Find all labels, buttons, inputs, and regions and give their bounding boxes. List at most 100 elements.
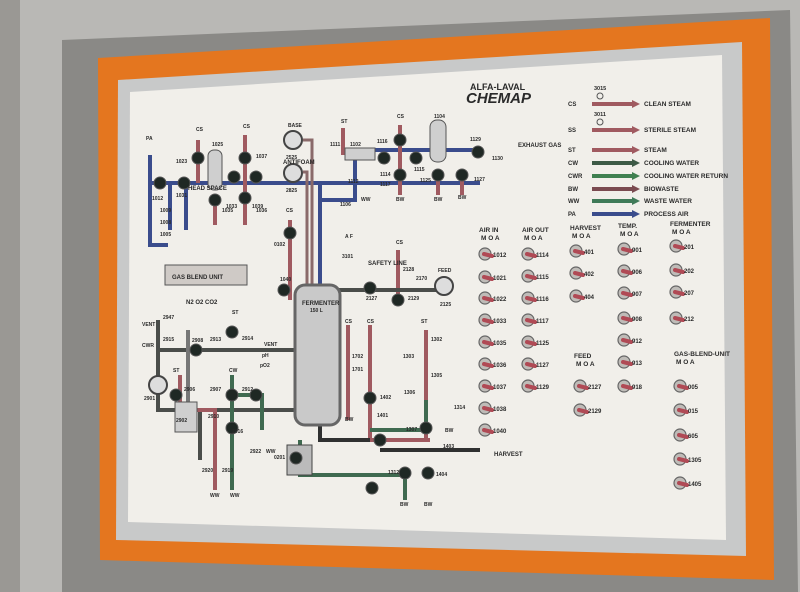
toggle-switch-2129[interactable]: 2129 [573, 403, 602, 417]
toggle-switch-1127[interactable]: 1127 [521, 357, 550, 371]
gas-blend-unit [164, 264, 248, 286]
diagram-label: CWR [142, 343, 154, 349]
switch-lever[interactable] [621, 360, 633, 366]
switch-lever[interactable] [482, 340, 494, 346]
switch-lever[interactable] [621, 338, 633, 344]
toggle-switch-2127[interactable]: 2127 [573, 379, 602, 393]
toggle-switch-1035[interactable]: 1035 [478, 335, 507, 349]
switch-lever[interactable] [482, 296, 494, 302]
switch-lever[interactable] [673, 316, 685, 322]
switch-lever[interactable] [525, 340, 537, 346]
toggle-switch-913[interactable]: 913 [617, 355, 643, 369]
toggle-switch-906[interactable]: 906 [617, 264, 643, 278]
toggle-switch-1036[interactable]: 1036 [478, 357, 507, 371]
toggle-switch-1038[interactable]: 1038 [478, 401, 507, 415]
switch-lever[interactable] [573, 249, 585, 255]
switch-lever[interactable] [677, 384, 689, 390]
toggle-switch-1012[interactable]: 1012 [478, 247, 507, 261]
switch-group-title: AIR OUT [522, 227, 549, 234]
toggle-switch-1125[interactable]: 1125 [521, 335, 550, 349]
switch-lever[interactable] [525, 362, 537, 368]
switch-lever[interactable] [482, 362, 494, 368]
switch-lever[interactable] [525, 296, 537, 302]
diagram-label: 1404 [436, 472, 447, 478]
switch-lever[interactable] [677, 433, 689, 439]
feed-pump [434, 276, 454, 296]
switch-lever[interactable] [673, 268, 685, 274]
valve-indicator-light [393, 168, 407, 182]
switch-lever[interactable] [525, 274, 537, 280]
toggle-switch-201[interactable]: 201 [669, 239, 695, 253]
diagram-label: WW [266, 449, 276, 455]
switch-lever[interactable] [673, 244, 685, 250]
diagram-label: CS [396, 240, 404, 246]
toggle-switch-1305[interactable]: 1305 [673, 452, 702, 466]
switch-lever[interactable] [621, 291, 633, 297]
toggle-switch-212[interactable]: 212 [669, 311, 695, 325]
switch-lever[interactable] [577, 384, 589, 390]
switch-tag: 605 [688, 434, 699, 440]
switch-lever[interactable] [525, 318, 537, 324]
toggle-switch-005[interactable]: 005 [673, 379, 699, 393]
toggle-switch-605[interactable]: 605 [673, 428, 699, 442]
switch-lever[interactable] [621, 384, 633, 390]
switch-lever[interactable] [621, 269, 633, 275]
toggle-switch-907[interactable]: 907 [617, 286, 643, 300]
switch-lever[interactable] [573, 271, 585, 277]
diagram-label: 1023 [176, 159, 187, 165]
toggle-switch-1129[interactable]: 1129 [521, 379, 550, 393]
toggle-switch-207[interactable]: 207 [669, 285, 695, 299]
toggle-switch-1115[interactable]: 1115 [521, 269, 549, 283]
diagram-label: 0102 [274, 242, 285, 248]
diagram-label: 1306 [404, 390, 415, 396]
toggle-switch-1114[interactable]: 1114 [521, 247, 549, 261]
valve-indicator-light [289, 451, 303, 465]
switch-tag: 201 [684, 245, 695, 251]
diagram-label: BW [458, 195, 467, 201]
switch-lever[interactable] [621, 316, 633, 322]
diagram-label: 1117 [380, 182, 391, 188]
toggle-switch-404[interactable]: 404 [569, 289, 595, 303]
toggle-switch-912[interactable]: 912 [617, 333, 643, 347]
toggle-switch-1405[interactable]: 1405 [673, 476, 702, 490]
toggle-switch-1033[interactable]: 1033 [478, 313, 507, 327]
toggle-switch-015[interactable]: 015 [673, 403, 699, 417]
switch-lever[interactable] [482, 428, 494, 434]
switch-lever[interactable] [677, 481, 689, 487]
toggle-switch-1116[interactable]: 1116 [521, 291, 549, 305]
switch-lever[interactable] [677, 408, 689, 414]
toggle-switch-1040[interactable]: 1040 [478, 423, 507, 437]
diagram-label: CS [286, 208, 294, 214]
switch-lever[interactable] [621, 247, 633, 253]
toggle-switch-1022[interactable]: 1022 [478, 291, 507, 305]
switch-lever[interactable] [577, 408, 589, 414]
circulation-pump-2901 [148, 375, 168, 395]
toggle-switch-918[interactable]: 918 [617, 379, 643, 393]
diagram-label: EXHAUST GAS [518, 143, 561, 149]
switch-lever[interactable] [673, 290, 685, 296]
valve-indicator-light [373, 433, 387, 447]
switch-lever[interactable] [525, 384, 537, 390]
switch-lever[interactable] [677, 457, 689, 463]
toggle-switch-401[interactable]: 401 [569, 244, 595, 258]
switch-lever[interactable] [482, 275, 494, 281]
diagram-label: 1031 [176, 193, 187, 199]
switch-lever[interactable] [482, 384, 494, 390]
switch-lever[interactable] [573, 294, 585, 300]
diagram-label: VENT [142, 322, 155, 328]
toggle-switch-908[interactable]: 908 [617, 311, 643, 325]
diagram-label: 2127 [366, 296, 377, 302]
toggle-switch-1037[interactable]: 1037 [478, 379, 507, 393]
toggle-switch-1117[interactable]: 1117 [521, 313, 549, 327]
toggle-switch-901[interactable]: 901 [617, 242, 643, 256]
toggle-switch-402[interactable]: 402 [569, 266, 595, 280]
switch-lever[interactable] [482, 252, 494, 258]
diagram-label: 2825 [286, 188, 297, 194]
switch-lever[interactable] [525, 252, 537, 258]
switch-lever[interactable] [482, 406, 494, 412]
switch-lever[interactable] [482, 318, 494, 324]
toggle-switch-1021[interactable]: 1021 [478, 270, 507, 284]
toggle-switch-202[interactable]: 202 [669, 263, 695, 277]
